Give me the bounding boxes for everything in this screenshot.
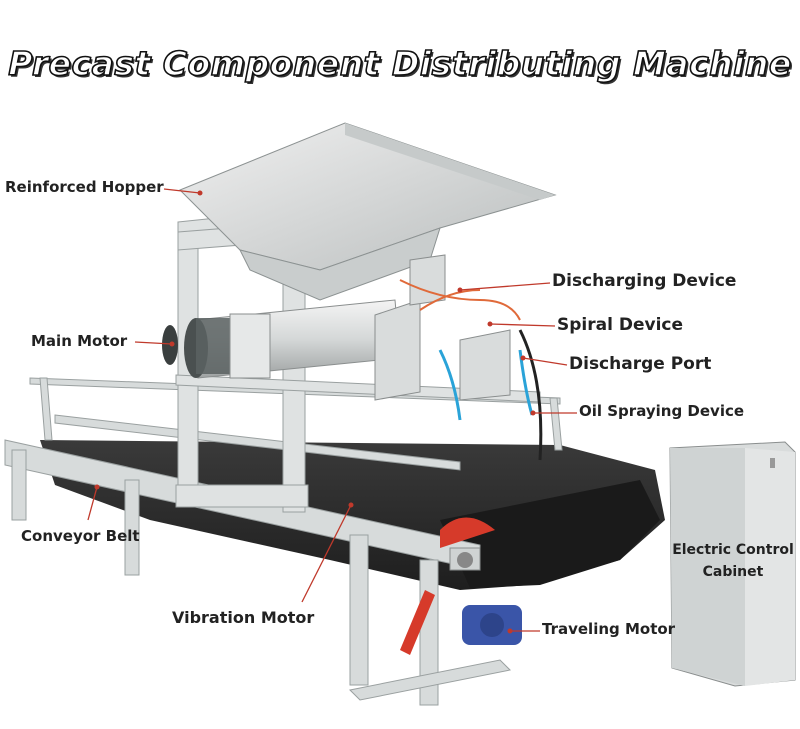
- dot-traveling-motor: [507, 628, 513, 634]
- leader-dots: [94, 190, 536, 634]
- spiral-cylinder: [162, 299, 401, 379]
- label-conveyor-belt: Conveyor Belt: [21, 527, 140, 545]
- dot-oil-spraying-device: [530, 410, 536, 416]
- control-cabinet-shape: [669, 441, 796, 687]
- label-discharging-device: Discharging Device: [552, 271, 737, 291]
- leader-vibration-motor: [301, 504, 352, 603]
- dot-spiral-device: [487, 321, 493, 327]
- label-main-motor: Main Motor: [31, 332, 128, 350]
- drive-parts: [400, 517, 522, 655]
- dot-vibration-motor: [348, 502, 354, 508]
- leader-spiral-device: [489, 323, 556, 327]
- leader-conveyor-belt: [87, 486, 98, 521]
- leader-main-motor: [134, 341, 173, 345]
- label-reinforced-hopper: Reinforced Hopper: [5, 178, 164, 196]
- leader-lines: [87, 188, 577, 632]
- dot-reinforced-hopper: [197, 190, 203, 196]
- oil-hoses: [399, 279, 543, 461]
- diagram-title: Precast Component Distributing Machine: [7, 43, 792, 84]
- hopper-shape: [179, 122, 557, 301]
- dot-conveyor-belt: [94, 484, 100, 490]
- label-discharge-port: Discharge Port: [569, 354, 712, 374]
- label-spiral-device: Spiral Device: [557, 315, 683, 335]
- label-oil-spraying-device: Oil Spraying Device: [579, 402, 745, 420]
- dot-discharge-port: [520, 355, 526, 361]
- discharge-boxes: [374, 254, 511, 401]
- dot-discharging-device: [457, 287, 463, 293]
- label-electric-control-cabinet: Electric Control Cabinet: [672, 542, 794, 580]
- label-vibration-motor: Vibration Motor: [172, 608, 315, 627]
- leader-reinforced-hopper: [163, 188, 201, 194]
- dot-main-motor: [169, 341, 175, 347]
- label-traveling-motor: Traveling Motor: [542, 620, 676, 638]
- leader-discharge-port: [522, 357, 568, 366]
- leader-discharging-device: [459, 282, 551, 291]
